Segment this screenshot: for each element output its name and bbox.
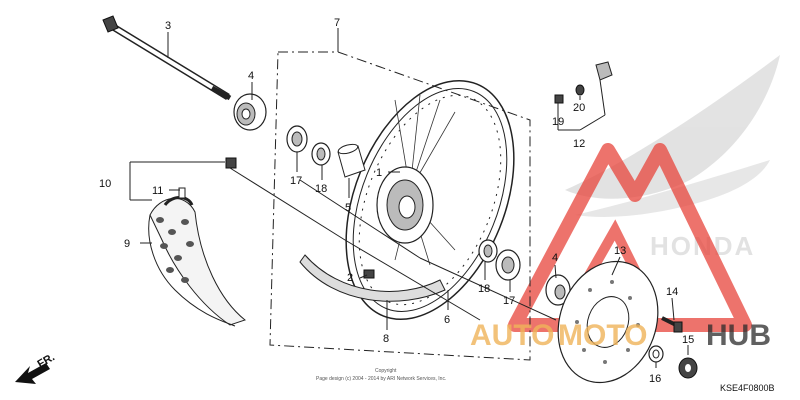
- speed-sensor-nut-part: [554, 94, 564, 104]
- copyright-header: Copyright: [375, 368, 397, 374]
- callout-18-left: 18: [315, 183, 327, 195]
- copyright-text: Page design (c) 2004 - 2014 by ARI Netwo…: [316, 376, 446, 382]
- callout-1: 1: [376, 167, 382, 179]
- disk-bolt-part: [661, 316, 683, 333]
- callout-4-right: 4: [552, 252, 558, 264]
- collar-left-part: [233, 93, 267, 131]
- seal-right-part: [478, 239, 498, 263]
- brand-watermark: AUTO MOTO HUB: [470, 319, 771, 352]
- bearing-left-part: [286, 125, 308, 153]
- callout-16: 16: [649, 373, 661, 385]
- direction-label: FR.: [36, 351, 57, 370]
- brand-text-part2: MOTO: [558, 319, 647, 352]
- callout-3: 3: [165, 20, 171, 32]
- wheel-assembly-outline: [269, 51, 531, 361]
- callout-15: 15: [682, 334, 694, 346]
- leader-lines: [129, 28, 689, 368]
- valve-cap-part: [225, 157, 237, 169]
- arrow-left-icon: [15, 363, 50, 384]
- brand-text-part3: HUB: [706, 319, 771, 352]
- callout-20: 20: [573, 102, 585, 114]
- grommet-part: [575, 84, 585, 96]
- bracket-part: [595, 61, 613, 81]
- hub-part: [376, 166, 434, 244]
- callout-14: 14: [666, 286, 678, 298]
- axle-part: [102, 15, 232, 101]
- callout-17-right: 17: [503, 295, 515, 307]
- seal-left-part: [311, 142, 331, 166]
- distance-collar-part: [337, 143, 366, 178]
- nut-part: [678, 357, 698, 379]
- callout-11: 11: [152, 185, 163, 197]
- callout-8: 8: [383, 333, 389, 345]
- brand-text-part1: AUTO: [470, 319, 554, 352]
- front-direction-indicator: FR.: [15, 351, 57, 384]
- callout-9: 9: [124, 238, 130, 250]
- diagram-code: KSE4F0800B: [720, 383, 775, 393]
- callout-10: 10: [99, 178, 111, 190]
- brake-disk-part: [557, 260, 659, 384]
- rim-band-part: [299, 254, 446, 302]
- callout-13: 13: [614, 245, 626, 257]
- tube-part: [163, 187, 194, 206]
- callout-7: 7: [334, 17, 340, 29]
- bearing-right-part: [495, 249, 521, 281]
- valve-nut-part: [363, 269, 375, 279]
- callout-2: 2: [347, 272, 353, 284]
- washer-part: [648, 345, 664, 363]
- callout-4-left: 4: [248, 70, 254, 82]
- callout-6: 6: [444, 314, 450, 326]
- callout-12: 12: [573, 138, 585, 150]
- callout-19: 19: [552, 116, 564, 128]
- callout-18-right: 18: [478, 283, 490, 295]
- callout-5: 5: [345, 202, 351, 214]
- tire-part: [148, 197, 247, 327]
- callout-17-left: 17: [290, 175, 302, 187]
